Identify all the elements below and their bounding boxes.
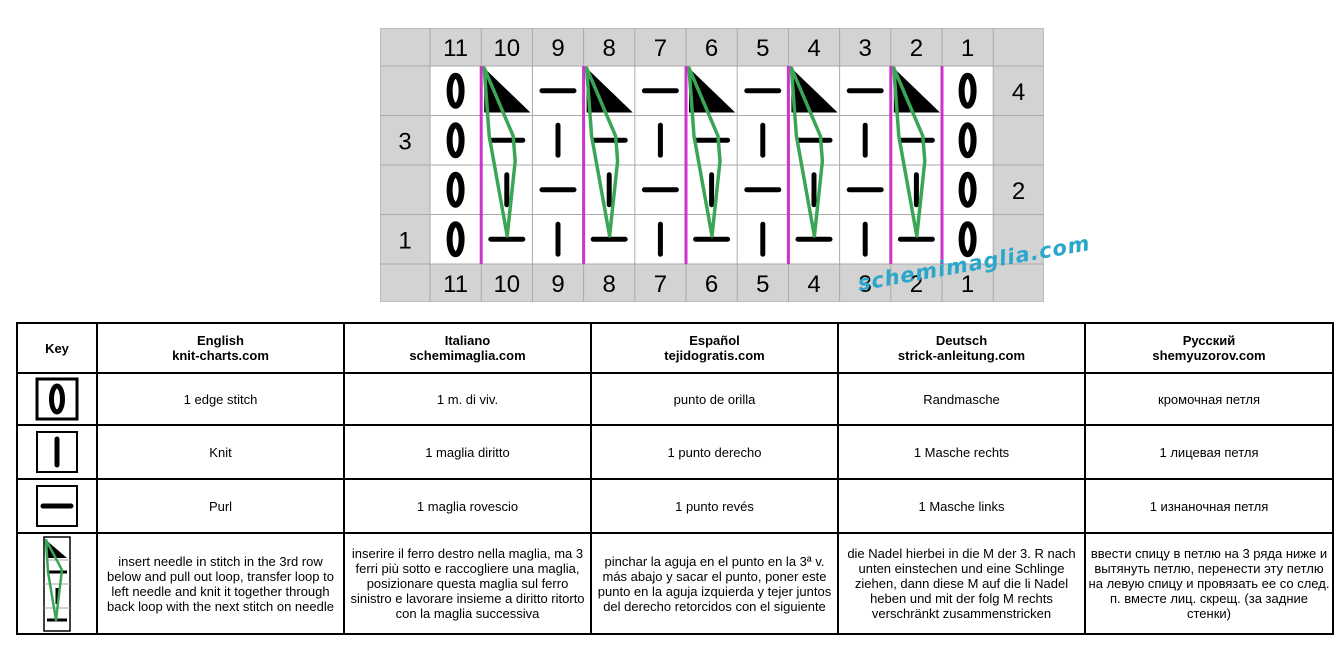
key-text-de: 1 Masche rechts (837, 424, 1086, 480)
column-number-top: 1 (961, 35, 974, 62)
edge-stitch-symbol (958, 122, 977, 159)
header-lang: Deutsch (935, 333, 988, 348)
key-text-es: 1 punto derecho (590, 424, 839, 480)
header-site: shemyuzorov.com (1152, 348, 1266, 363)
column-number-bottom: 4 (807, 271, 820, 298)
column-number-top: 4 (807, 35, 820, 62)
key-icon-cell (16, 372, 98, 426)
purl-icon (36, 485, 78, 527)
pull-loop-triangle (689, 68, 736, 113)
row-label-right: 2 (1012, 178, 1025, 205)
key-text-ru: 1 изнаночная петля (1084, 478, 1334, 534)
key-row-knit: Knit 1 maglia diritto 1 punto derecho 1 … (16, 424, 1334, 480)
pull-loop-triangle (586, 68, 633, 113)
key-text-es: 1 punto revés (590, 478, 839, 534)
key-text-de: Randmasche (837, 372, 1086, 426)
key-text-it: inserire il ferro destro nella maglia, m… (343, 532, 592, 635)
pull-loop-strand (584, 66, 620, 238)
column-number-bottom: 8 (603, 271, 616, 298)
column-number-top: 2 (910, 35, 923, 62)
edge-stitch-symbol (446, 122, 465, 159)
column-number-bottom: 6 (705, 271, 718, 298)
column-number-bottom: 1 (961, 271, 974, 298)
pull-loop-triangle (893, 68, 940, 113)
key-text-ru: кромочная петля (1084, 372, 1334, 426)
column-number-top: 8 (603, 35, 616, 62)
header-site: tejidogratis.com (664, 348, 765, 363)
top-number-band (380, 28, 1044, 66)
pull-loop-strand (789, 66, 825, 238)
column-number-top: 3 (859, 35, 872, 62)
pull-loop-strand (892, 66, 927, 238)
key-text-en: 1 edge stitch (96, 372, 345, 426)
column-number-bottom: 7 (654, 271, 667, 298)
key-text-en: Knit (96, 424, 345, 480)
key-text-ru: ввести спицу в петлю на 3 ряда ниже и вы… (1084, 532, 1334, 635)
row-label-left: 1 (398, 227, 411, 254)
column-number-bottom: 11 (443, 271, 468, 298)
edge-stitch-symbol (446, 72, 465, 109)
header-site: schemimaglia.com (409, 348, 526, 363)
edge-stitch-symbol (958, 221, 977, 258)
edge-stitch-symbol (958, 171, 977, 208)
key-icon-cell (16, 532, 98, 635)
key-row-edge: 1 edge stitch 1 m. di viv. punto de oril… (16, 372, 1334, 426)
column-number-bottom: 9 (551, 271, 564, 298)
bottom-number-band (380, 264, 1044, 302)
edge-stitch-symbol (958, 72, 977, 109)
header-site: strick-anleitung.com (897, 348, 1026, 363)
key-row-purl: Purl 1 maglia rovescio 1 punto revés 1 M… (16, 478, 1334, 534)
key-text-it: 1 m. di viv. (343, 372, 592, 426)
pull-loop-triangle (484, 68, 531, 113)
pull-loop-icon (43, 535, 71, 632)
column-number-top: 5 (756, 35, 769, 62)
column-number-bottom: 5 (756, 271, 769, 298)
key-text-it: 1 maglia diritto (343, 424, 592, 480)
column-number-top: 6 (705, 35, 718, 62)
key-text-it: 1 maglia rovescio (343, 478, 592, 534)
key-text-en: Purl (96, 478, 345, 534)
header-lang: Русский (1182, 333, 1236, 348)
pull-loop-strand (482, 66, 517, 238)
row-label-right: 4 (1012, 79, 1025, 106)
header-key: Key (16, 322, 98, 374)
key-text-de: die Nadel hierbei in die M der 3. R nach… (837, 532, 1086, 635)
edge-stitch-symbol (446, 171, 465, 208)
key-icon-cell (16, 478, 98, 534)
key-text-en: insert needle in stitch in the 3rd row b… (96, 532, 345, 635)
row-label-left: 3 (398, 128, 411, 155)
column-number-top: 11 (443, 35, 468, 62)
edge-stitch-icon (35, 377, 79, 421)
column-number-bottom: 10 (493, 271, 520, 298)
column-number-bottom: 2 (910, 271, 923, 298)
key-text-de: 1 Masche links (837, 478, 1086, 534)
header-lang: English (197, 333, 244, 348)
column-number-bottom: 3 (859, 271, 872, 298)
key-text-ru: 1 лицевая петля (1084, 424, 1334, 480)
key-row-special: insert needle in stitch in the 3rd row b… (16, 532, 1334, 635)
column-number-top: 10 (493, 35, 520, 62)
header-site: knit-charts.com (172, 348, 269, 363)
knit-icon (36, 431, 78, 473)
pull-loop-strand (687, 66, 722, 238)
edge-stitch-symbol (446, 221, 465, 258)
key-text-es: pinchar la aguja en el punto en la 3ª v.… (590, 532, 839, 635)
header-lang: Español (689, 333, 740, 348)
column-number-top: 9 (551, 35, 564, 62)
key-icon-cell (16, 424, 98, 480)
key-text-es: punto de orilla (590, 372, 839, 426)
header-lang: Italiano (444, 333, 491, 348)
pull-loop-triangle (791, 68, 838, 113)
column-number-top: 7 (654, 35, 667, 62)
header-lang: Key (45, 340, 69, 356)
